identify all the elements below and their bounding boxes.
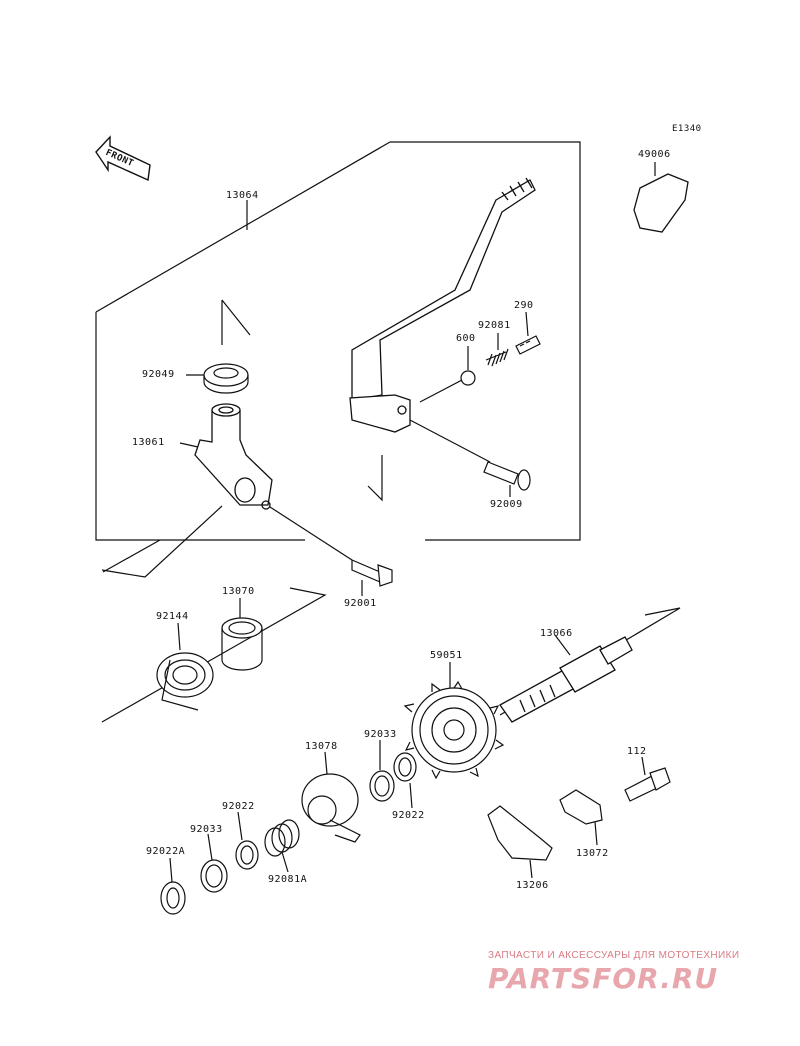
guide-plate-13206 — [487, 805, 553, 861]
leader-92022-lower — [237, 811, 243, 841]
part-label-13066: 13066 — [540, 628, 573, 639]
part-label-13072: 13072 — [576, 848, 609, 859]
axis-line-middle — [101, 587, 327, 723]
washer-92022-lower — [235, 840, 259, 870]
ratchet-guide-13072 — [559, 789, 603, 825]
part-label-92144: 92144 — [156, 611, 189, 622]
spring-guide-13070 — [221, 617, 263, 671]
spring-92081A — [264, 819, 300, 857]
diagram-code: E1340 — [672, 124, 702, 134]
leader-112 — [641, 756, 646, 776]
watermark-caption: ЗАПЧАСТИ И АКСЕССУАРЫ ДЛЯ МОТОТЕХНИКИ — [488, 950, 740, 961]
leader-92033-lower — [207, 833, 213, 861]
part-label-92033-lower: 92033 — [190, 824, 223, 835]
part-label-92081A: 92081A — [268, 874, 308, 885]
kick-shaft-13066 — [499, 636, 633, 723]
leader-13066 — [554, 634, 571, 656]
oil-seal-92049 — [203, 363, 249, 394]
align-mark-92049 — [221, 299, 251, 345]
leader-13078 — [324, 751, 328, 775]
part-label-59051: 59051 — [430, 650, 463, 661]
leader-92081A — [281, 851, 289, 873]
detent-290 — [515, 335, 541, 355]
bolt-92009 — [483, 461, 531, 491]
pedal-rubber-49006 — [633, 173, 689, 233]
front-arrow-icon — [95, 135, 151, 182]
part-label-92009: 92009 — [490, 499, 523, 510]
circlip-92033-lower — [200, 859, 228, 893]
part-label-92001: 92001 — [344, 598, 377, 609]
washer-92022A — [160, 881, 186, 915]
pedal-shaft-13061 — [194, 403, 273, 510]
align-mark-lever — [367, 455, 383, 502]
bolt-92001 — [351, 559, 393, 587]
part-label-13064: 13064 — [226, 190, 259, 201]
leader-92022-upper — [409, 782, 413, 809]
part-label-92022-upper: 92022 — [392, 810, 425, 821]
part-label-92081: 92081 — [478, 320, 511, 331]
leader-13072 — [594, 821, 598, 846]
leader-line-92001 — [269, 506, 353, 561]
part-label-92033-upper: 92033 — [364, 729, 397, 740]
kick-gear-59051 — [403, 680, 505, 780]
assembly-outline-13064 — [95, 312, 305, 541]
part-label-290: 290 — [514, 300, 534, 311]
assembly-outline-right — [390, 141, 581, 541]
spring-92081 — [485, 348, 509, 367]
leader-13206 — [529, 859, 533, 879]
part-label-92049: 92049 — [142, 369, 175, 380]
part-label-13061: 13061 — [132, 437, 165, 448]
leader-line-600 — [419, 379, 463, 403]
axis-line-upper — [101, 505, 223, 578]
part-label-92022A: 92022A — [146, 846, 186, 857]
leader-290 — [525, 311, 529, 337]
part-label-13078: 13078 — [305, 741, 338, 752]
ratchet-13078 — [301, 773, 361, 843]
part-label-49006: 49006 — [638, 149, 671, 160]
part-label-92022-lower: 92022 — [222, 801, 255, 812]
assembly-outline-top — [95, 141, 391, 313]
leader-13061 — [179, 442, 199, 448]
part-label-13070: 13070 — [222, 586, 255, 597]
leader-92144 — [177, 622, 181, 651]
circlip-92033-upper — [369, 770, 395, 802]
leader-line-92009 — [409, 419, 491, 463]
return-spring-92144 — [156, 652, 214, 711]
kick-pedal-lever — [349, 177, 536, 433]
detent-ball-600 — [460, 370, 476, 386]
part-label-600: 600 — [456, 333, 476, 344]
watermark-logo: PARTSFOR.RU — [488, 962, 719, 995]
leader-92022A — [169, 857, 173, 883]
part-label-13206: 13206 — [516, 880, 549, 891]
bolt-112 — [624, 767, 671, 802]
part-label-112: 112 — [627, 746, 647, 757]
washer-92022-upper — [393, 752, 417, 782]
